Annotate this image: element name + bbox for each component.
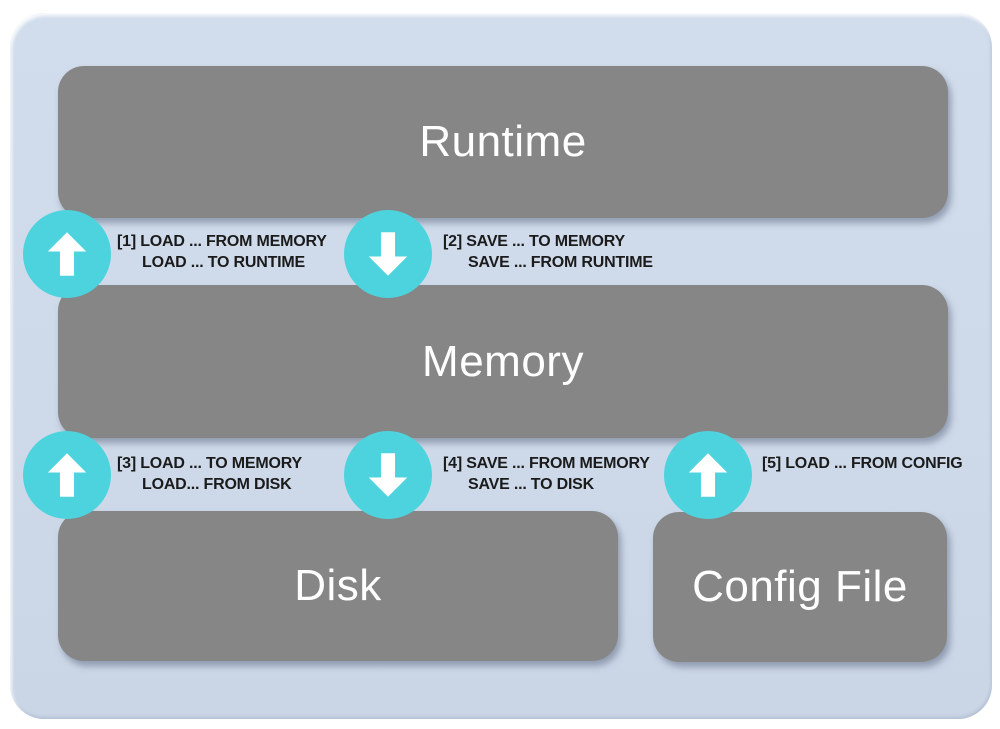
step-2-line1: [2] SAVE ... TO MEMORY [443,233,625,250]
disk-title: Disk [294,561,382,610]
runtime-title: Runtime [419,117,587,166]
step-1-line1: [1] LOAD ... FROM MEMORY [117,233,327,250]
step-1-line2: LOAD ... TO RUNTIME [142,254,306,271]
step-4-line2: SAVE ... TO DISK [468,476,595,493]
down-arrow-icon [344,431,432,519]
up-arrow-icon [664,431,752,519]
up-arrow-icon [23,431,111,519]
memory-box: Memory [58,285,948,438]
memory-title: Memory [422,336,584,386]
step-3-line2: LOAD... FROM DISK [142,476,292,493]
config-file-box: Config File [653,512,947,662]
step-1-label: [1] LOAD ... FROM MEMORY LOAD ... TO RUN… [117,231,327,273]
down-arrow-icon [344,210,432,298]
disk-box: Disk [58,511,618,661]
step-3-label: [3] LOAD ... TO MEMORY LOAD... FROM DISK [117,453,302,495]
up-arrow-icon [23,210,111,298]
step-2-label: [2] SAVE ... TO MEMORY SAVE ... FROM RUN… [443,231,653,273]
step-3-line1: [3] LOAD ... TO MEMORY [117,455,302,472]
step-5-label: [5] LOAD ... FROM CONFIG [762,453,963,474]
step-5-line1: [5] LOAD ... FROM CONFIG [762,455,963,472]
config-file-title: Config File [692,562,908,611]
step-4-label: [4] SAVE ... FROM MEMORY SAVE ... TO DIS… [443,453,650,495]
step-2-line2: SAVE ... FROM RUNTIME [468,254,653,271]
runtime-box: Runtime [58,66,948,218]
step-4-line1: [4] SAVE ... FROM MEMORY [443,455,650,472]
